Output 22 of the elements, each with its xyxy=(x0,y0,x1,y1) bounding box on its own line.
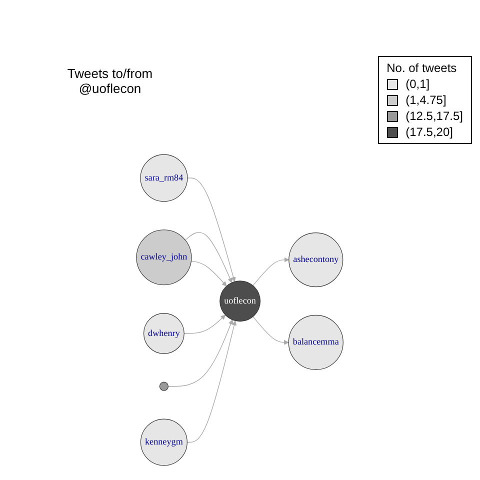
arrow xyxy=(191,260,227,286)
node-circle: balancemma xyxy=(288,314,344,370)
node-circle: sara_rm84 xyxy=(140,154,188,202)
arrow xyxy=(185,232,233,283)
arrow xyxy=(168,320,234,387)
legend-label: (12.5,17.5] xyxy=(406,109,463,123)
legend-label: (0,1] xyxy=(406,77,430,91)
title: Tweets to/from @uoflecon xyxy=(66,66,154,96)
node-circle: dwhenry xyxy=(144,313,185,354)
node-circle: ashecontony xyxy=(288,232,344,288)
arrow xyxy=(252,316,290,345)
legend-label: (1,4.75] xyxy=(406,93,446,107)
node-circle xyxy=(160,382,169,391)
arrow xyxy=(187,320,237,443)
node-circle: cawley_john xyxy=(136,230,192,286)
node-circle: kenneygm xyxy=(140,418,188,466)
arrow xyxy=(252,257,290,286)
node-circle: uoflecon xyxy=(220,280,261,322)
legend-title: No. of tweets xyxy=(386,61,458,75)
arrow xyxy=(184,314,226,334)
legend-label: (17.5,20] xyxy=(406,125,453,139)
arrow xyxy=(187,178,236,282)
